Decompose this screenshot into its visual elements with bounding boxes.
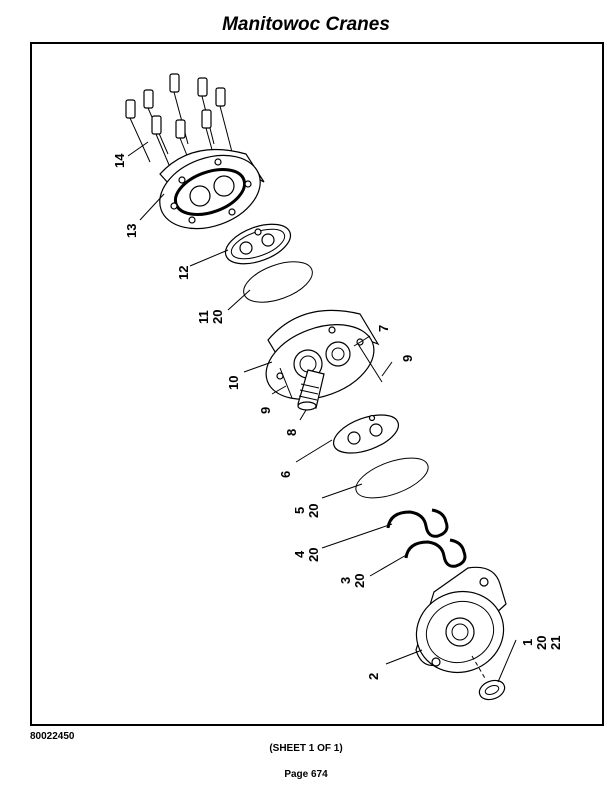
w-seal-part-4: [386, 508, 449, 538]
dowel-pins-part-9: [279, 343, 383, 399]
w-seal-part-3: [404, 538, 467, 568]
callout-5: 5: [292, 507, 307, 514]
callout-8: 8: [284, 429, 299, 436]
callout-4-20: 20: [306, 548, 321, 562]
callout-12: 12: [176, 266, 191, 280]
page-number: Page 674: [284, 769, 328, 780]
document-number: 80022450: [30, 731, 75, 742]
callout-5-20: 20: [306, 504, 321, 518]
callout-11-20: 20: [210, 310, 225, 324]
shaft-seal-part-1: [471, 655, 506, 701]
leader-lines: [127, 141, 517, 683]
plate-part-6: [332, 414, 400, 454]
gear-shaft-part-8: [297, 369, 325, 411]
callout-7: 7: [376, 325, 391, 332]
callout-14: 14: [112, 153, 127, 168]
callout-11: 11: [196, 310, 211, 324]
page-title: Manitowoc Cranes: [222, 14, 390, 35]
callout-3: 3: [338, 577, 353, 584]
end-cover-part-13: [159, 148, 265, 230]
callout-1-20: 20: [534, 636, 549, 650]
seal-ring-part-11: [243, 261, 313, 303]
mounting-flange-part-2: [415, 566, 507, 674]
callout-10: 10: [226, 376, 241, 390]
callout-9-right: 9: [400, 355, 415, 362]
seal-ring-part-5: [355, 457, 429, 499]
callout-labels: 14 13 12 11 20 7 9 10 9 8 6 5 20 4 20 3 …: [112, 153, 563, 680]
callout-13: 13: [124, 224, 139, 238]
callout-9-left: 9: [258, 407, 273, 414]
callout-2: 2: [366, 673, 381, 680]
diagram-frame: 14 13 12 11 20 7 9 10 9 8 6 5 20 4 20 3 …: [30, 42, 604, 726]
callout-3-20: 20: [352, 574, 367, 588]
callout-4: 4: [292, 550, 307, 558]
callout-1: 1: [520, 639, 535, 646]
bolts-part-14: [125, 73, 233, 173]
exploded-parts-diagram: 14 13 12 11 20 7 9 10 9 8 6 5 20 4 20 3 …: [112, 73, 563, 701]
callout-1-21: 21: [548, 636, 563, 650]
sheet-indicator: (SHEET 1 OF 1): [269, 743, 343, 754]
callout-6: 6: [278, 471, 293, 478]
gear-housing-part-10: [265, 309, 380, 400]
wear-plate-part-12: [224, 223, 292, 265]
